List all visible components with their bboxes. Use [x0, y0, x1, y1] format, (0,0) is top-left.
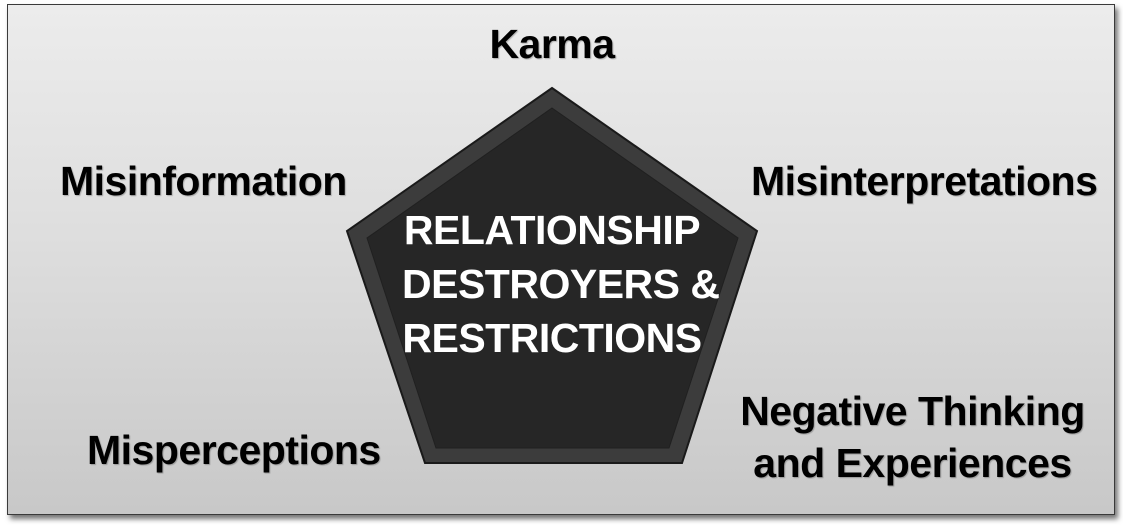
label-misperceptions: Misperceptions — [87, 427, 381, 473]
label-misinformation: Misinformation — [60, 158, 347, 204]
label-negative-thinking: Negative Thinking and Experiences — [740, 385, 1085, 489]
label-negative-line-1: Negative Thinking — [740, 388, 1085, 434]
center-title-line-3: RESTRICTIONS — [402, 315, 702, 361]
center-title: RELATIONSHIP DESTROYERS & RESTRICTIONS — [402, 203, 720, 365]
center-title-line-2: DESTROYERS & — [402, 261, 720, 307]
label-karma: Karma — [489, 21, 615, 67]
label-negative-line-2: and Experiences — [753, 440, 1072, 486]
pentagon-inner — [366, 107, 739, 449]
label-misinterpretations: Misinterpretations — [751, 158, 1098, 204]
center-title-line-1: RELATIONSHIP — [403, 207, 701, 253]
